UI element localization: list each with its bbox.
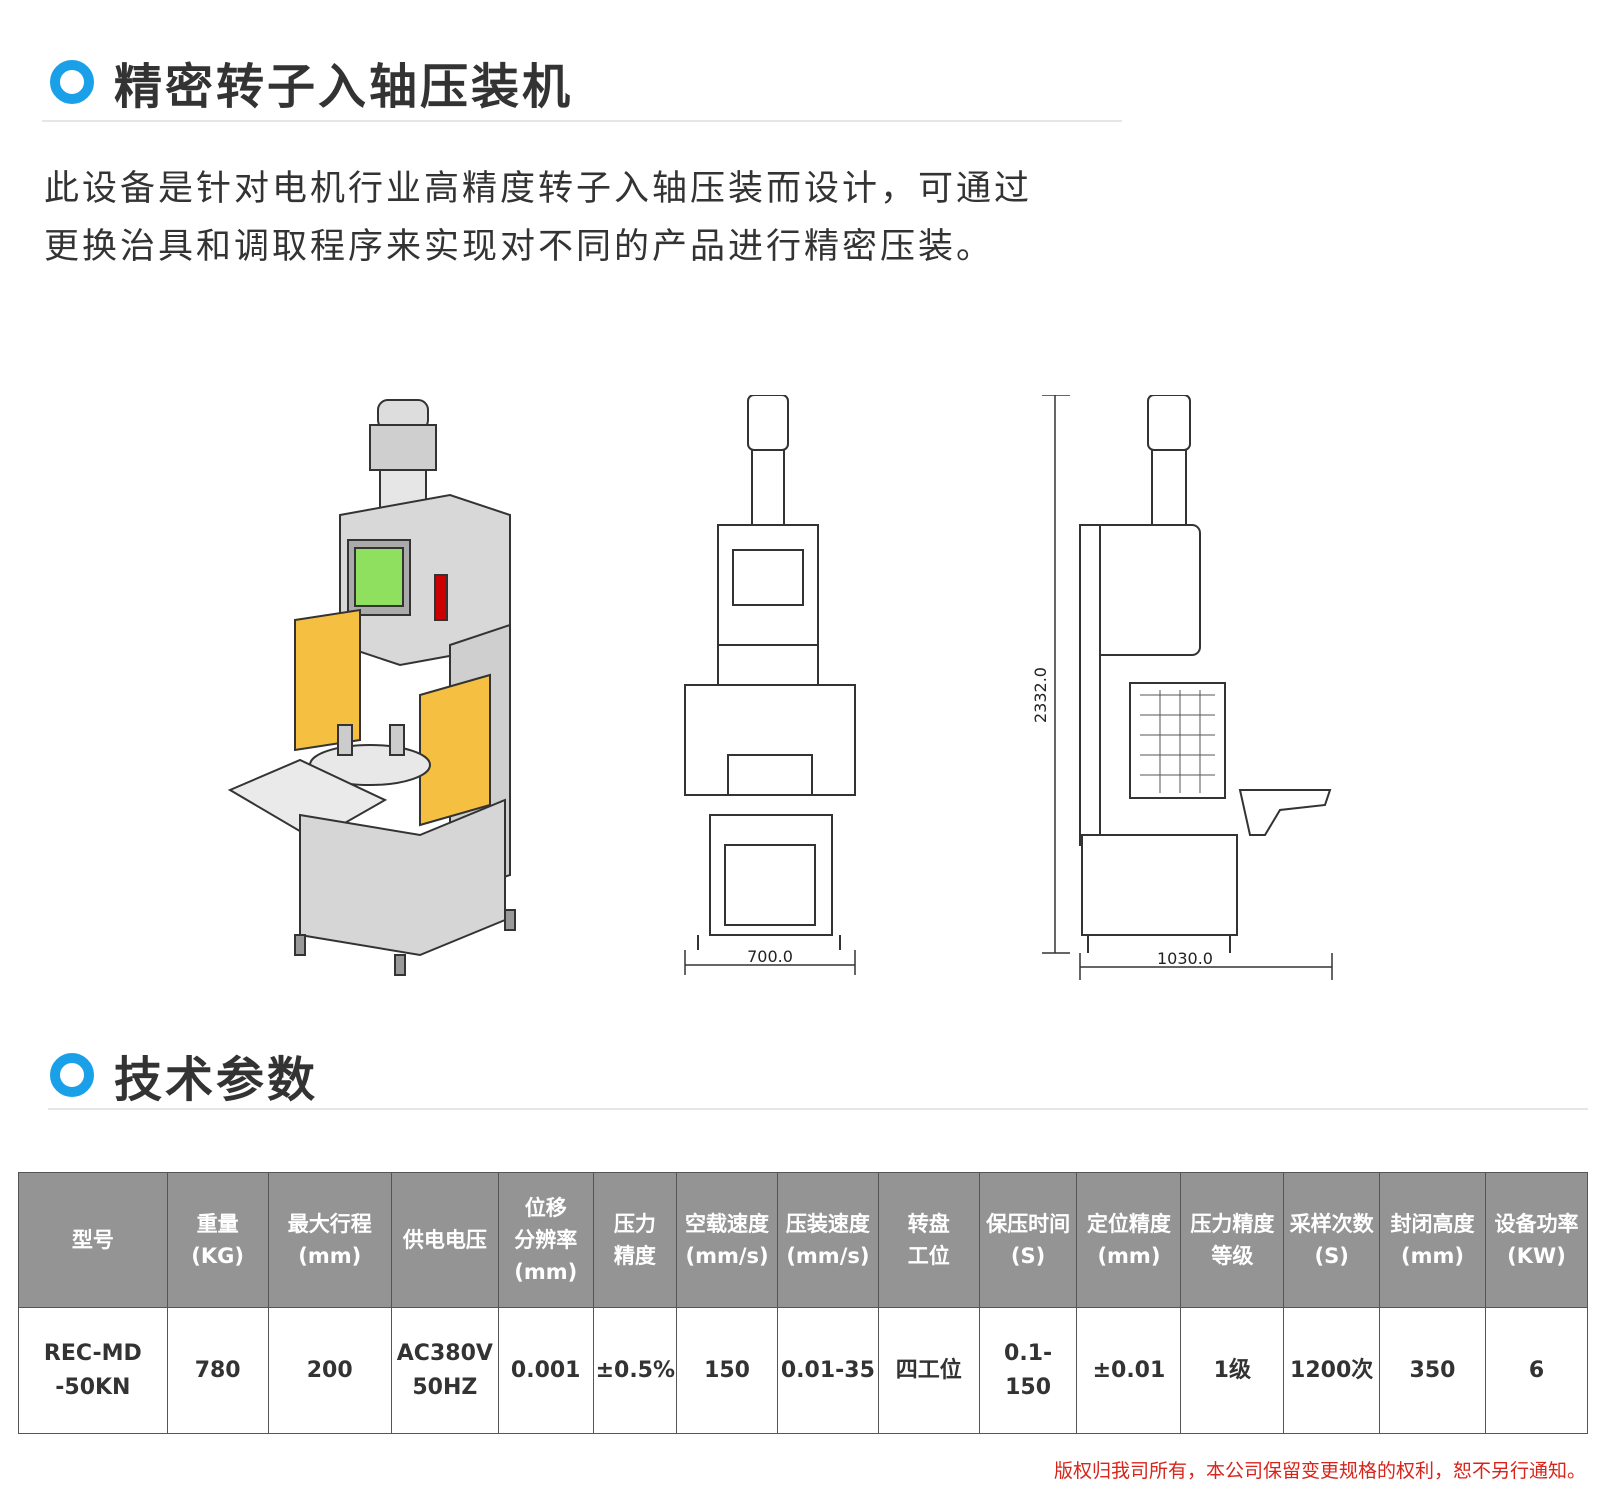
table-cell: REC-MD-50KN — [18, 1307, 168, 1434]
table-header-cell: 采样次数(S) — [1283, 1172, 1381, 1308]
table-header-cell: 型号 — [18, 1172, 168, 1308]
isometric-view — [227, 399, 516, 976]
table-header-cell: 封闭高度(mm) — [1379, 1172, 1486, 1308]
table-header-cell: 转盘工位 — [877, 1172, 980, 1308]
dim-height-label: 2332.0 — [1031, 667, 1050, 723]
copyright-notice: 版权归我司所有，本公司保留变更规格的权利，恕不另行通知。 — [1053, 1460, 1586, 1482]
table-header-cell: 重量(KG) — [166, 1172, 269, 1308]
table-cell: 0.001 — [497, 1307, 594, 1434]
table-cell: 780 — [166, 1307, 269, 1434]
spec-table: 型号 重量(KG) 最大行程(mm) 供电电压 位移分辨率(mm) 压力精度 空… — [18, 1172, 1588, 1434]
dim-depth-label: 1030.0 — [1157, 949, 1213, 968]
divider — [48, 1108, 1588, 1110]
section-header-machine: 精密转子入轴压装机 — [50, 47, 573, 117]
circle-bullet-icon — [50, 1053, 94, 1097]
table-cell: 1200次 — [1283, 1307, 1381, 1434]
table-header-cell: 压装速度(mm/s) — [776, 1172, 879, 1308]
table-header-row: 型号 重量(KG) 最大行程(mm) 供电电压 位移分辨率(mm) 压力精度 空… — [18, 1172, 1588, 1308]
table-header-cell: 设备功率(KW) — [1485, 1172, 1588, 1308]
circle-bullet-icon — [50, 60, 94, 104]
table-header-cell: 位移分辨率(mm) — [497, 1172, 594, 1308]
table-cell: 0.01-35 — [776, 1307, 879, 1434]
table-cell: 0.1-150 — [978, 1307, 1078, 1434]
table-header-cell: 空载速度(mm/s) — [676, 1172, 778, 1308]
table-cell: 150 — [676, 1307, 778, 1434]
specs-title: 技术参数 — [114, 1052, 319, 1108]
dimension-depth: 1030.0 — [1079, 949, 1333, 980]
table-cell: 350 — [1379, 1307, 1486, 1434]
table-header-cell: 定位精度(mm) — [1076, 1172, 1182, 1308]
divider — [42, 120, 1122, 122]
table-header-cell: 供电电压 — [390, 1172, 499, 1308]
table-cell: 四工位 — [877, 1307, 980, 1434]
dim-width-label: 700.0 — [747, 947, 793, 966]
machine-drawings: 700.0 — [220, 395, 1390, 1015]
dimension-height: 2332.0 — [1031, 395, 1070, 954]
table-header-cell: 压力精度 — [592, 1172, 678, 1308]
machine-drawings-svg: 700.0 — [227, 395, 1333, 980]
side-view — [1079, 395, 1332, 953]
table-cell: ±0.01 — [1076, 1307, 1182, 1434]
table-cell: 1级 — [1180, 1307, 1285, 1434]
table-cell: 200 — [267, 1307, 392, 1434]
table-header-cell: 最大行程(mm) — [267, 1172, 392, 1308]
dimension-width: 700.0 — [684, 947, 856, 975]
front-view — [684, 395, 856, 950]
table-header-cell: 压力精度等级 — [1180, 1172, 1285, 1308]
table-cell: ±0.5% — [592, 1307, 678, 1434]
page-title: 精密转子入轴压装机 — [114, 59, 574, 115]
table-cell: 6 — [1485, 1307, 1588, 1434]
intro-paragraph: 此设备是针对电机行业高精度转子入轴压装而设计，可通过更换治具和调取程序来实现对不… — [44, 169, 1033, 267]
table-header-cell: 保压时间(S) — [978, 1172, 1078, 1308]
section-header-specs: 技术参数 — [50, 1040, 318, 1110]
